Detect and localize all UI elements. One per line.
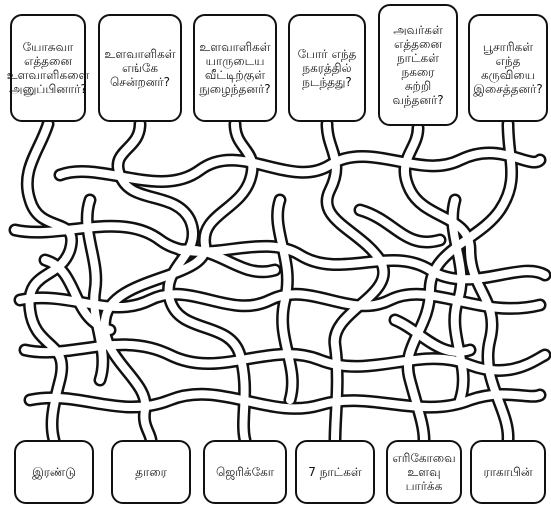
answer-5-text: எரிகோவை உளவு பார்க்க (392, 451, 455, 493)
question-box-3[interactable]: உளவாளிகள் யாருடைய வீட்டிற்குள் நுழைந்தனர… (193, 14, 277, 122)
answer-3-text: ஜெரிக்கோ (216, 465, 274, 479)
answer-1-text: இரண்டு (32, 465, 76, 479)
question-3-text: உளவாளிகள் யாருடைய வீட்டிற்குள் நுழைந்தனர… (199, 40, 270, 96)
answer-4-text: 7 நாட்கள் (308, 465, 361, 479)
question-2-text: உளவாளிகள் எங்கே சென்றனர்? (104, 47, 175, 89)
question-box-2[interactable]: உளவாளிகள் எங்கே சென்றனர்? (98, 14, 182, 122)
answer-box-6[interactable]: ராகாபின் (470, 440, 546, 504)
answer-box-3[interactable]: ஜெரிக்கோ (203, 440, 287, 504)
question-box-1[interactable]: யோசுவா எத்தனை உளவாளிகளை அனுப்பினார்? (10, 14, 86, 122)
question-5-text: அவர்கள் எத்தனை நாட்கள் நகரை சுற்றி வந்தன… (392, 23, 443, 107)
answer-2-text: தாரை (135, 465, 167, 479)
answer-6-text: ராகாபின் (484, 465, 533, 479)
question-6-text: பூசாரிகள் எந்த கருவியை இசைத்தனர்? (473, 40, 543, 96)
question-4-text: போர் எந்த நகரத்தில் நடந்தது? (298, 47, 357, 89)
question-box-4[interactable]: போர் எந்த நகரத்தில் நடந்தது? (288, 14, 366, 122)
question-box-6[interactable]: பூசாரிகள் எந்த கருவியை இசைத்தனர்? (468, 14, 548, 122)
question-box-5[interactable]: அவர்கள் எத்தனை நாட்கள் நகரை சுற்றி வந்தன… (378, 4, 458, 126)
answer-box-1[interactable]: இரண்டு (14, 440, 94, 504)
answer-box-4[interactable]: 7 நாட்கள் (295, 440, 375, 504)
answer-box-5[interactable]: எரிகோவை உளவு பார்க்க (386, 440, 462, 504)
question-1-text: யோசுவா எத்தனை உளவாளிகளை அனுப்பினார்? (7, 40, 90, 96)
answer-box-2[interactable]: தாரை (111, 440, 191, 504)
